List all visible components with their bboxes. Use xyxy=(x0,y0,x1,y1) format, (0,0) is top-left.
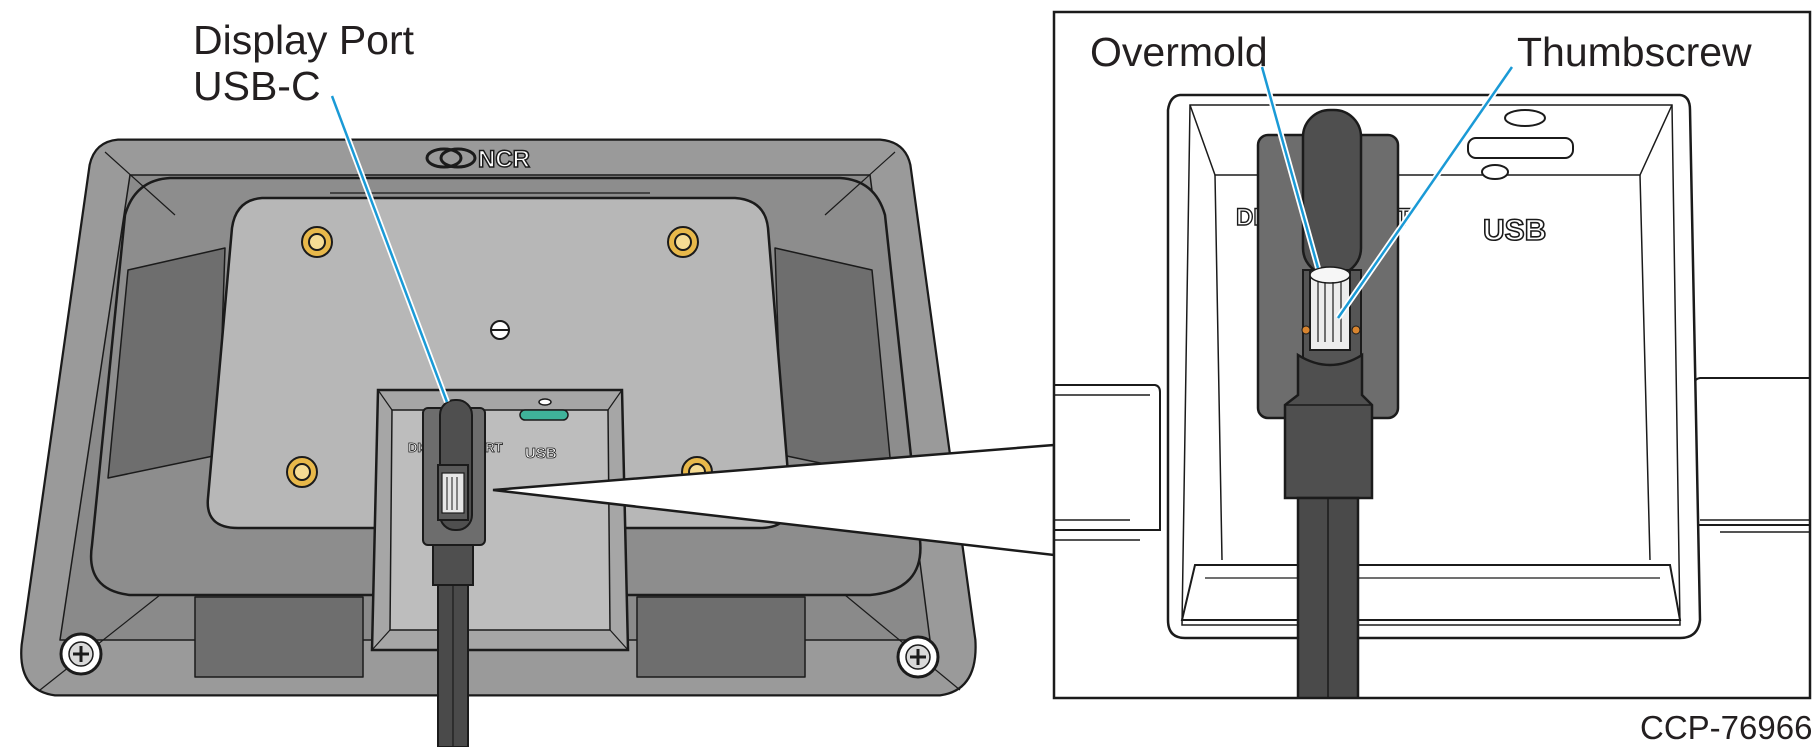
monitor-back xyxy=(20,138,977,697)
thumbscrew-icon xyxy=(1309,266,1351,351)
port-recess: DISPLAY PORT USB xyxy=(370,388,630,652)
screw-icon xyxy=(286,456,318,488)
leader-thumbscrew xyxy=(1335,65,1515,320)
figure-reference: CCP-76966 xyxy=(1640,709,1812,746)
screw-icon xyxy=(301,226,333,258)
port-label-usb: USB xyxy=(525,445,557,462)
zoom-port-label-usb: USB xyxy=(1483,214,1546,247)
brand-label: NCR xyxy=(478,146,530,173)
vesa-plate xyxy=(206,196,792,530)
callout-thumbscrew: Thumbscrew xyxy=(1517,29,1752,75)
leader-overmold xyxy=(1259,66,1321,269)
zoom-recess-lip xyxy=(1180,564,1682,621)
usb-c-cable-connector xyxy=(422,399,486,748)
zoom-frame xyxy=(1052,10,1812,700)
leader-lines xyxy=(329,65,1515,404)
callout-usb-c: USB-C xyxy=(193,63,321,109)
screw-icon xyxy=(59,632,103,676)
corner-screws xyxy=(59,632,940,679)
callout-display-port: Display Port xyxy=(193,17,415,63)
center-screw-icon xyxy=(490,320,510,340)
screw-icon xyxy=(667,226,699,258)
leader-usb-c xyxy=(329,94,450,404)
zoom-detail-view: USB DISPLAY PORT xyxy=(1054,12,1810,698)
callout-overmold: Overmold xyxy=(1090,29,1268,75)
screw-icon xyxy=(896,635,940,679)
ncr-logo-icon: NCR xyxy=(425,145,531,174)
vent-bottom-left xyxy=(194,596,364,678)
vent-bottom-right xyxy=(636,596,806,678)
